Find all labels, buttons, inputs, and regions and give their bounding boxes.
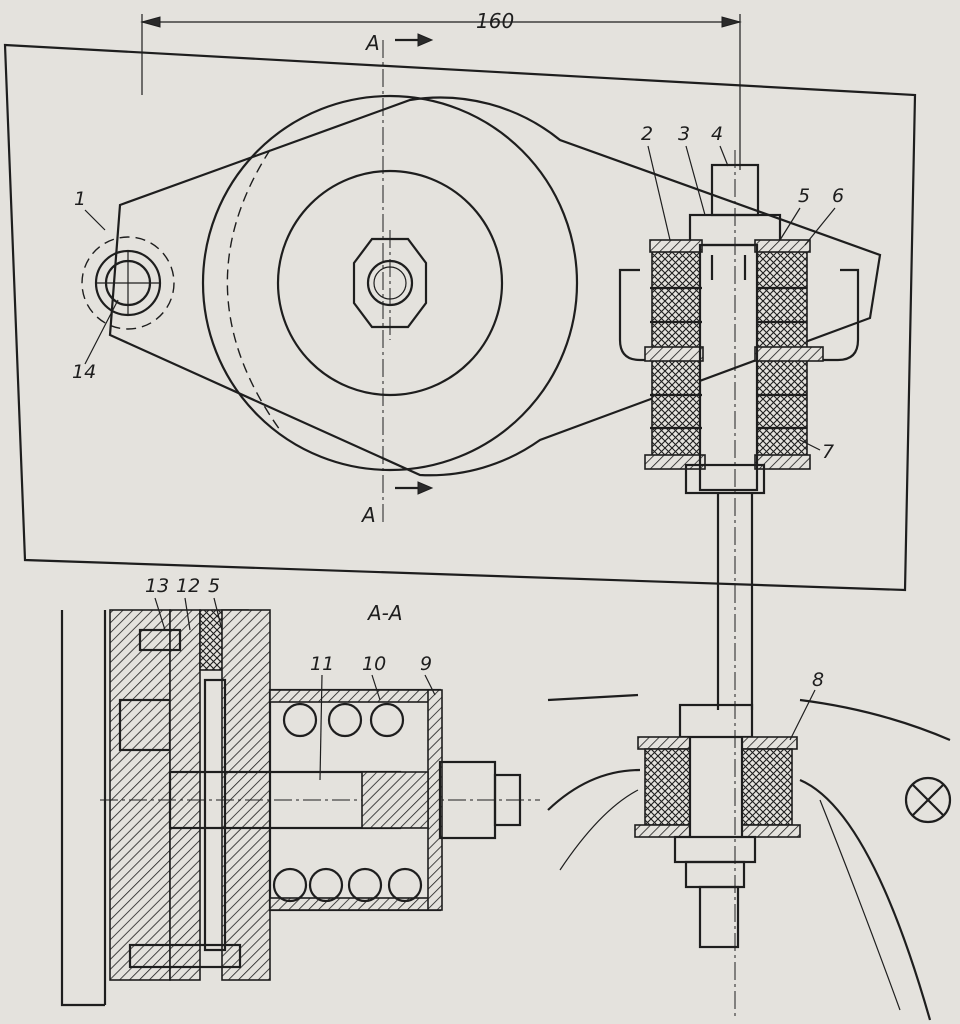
callout-7: 7 bbox=[822, 441, 834, 463]
callout-1: 1 bbox=[74, 188, 86, 210]
section-title: A-A bbox=[366, 601, 403, 625]
callout-5: 5 bbox=[798, 185, 810, 207]
callout-3: 3 bbox=[678, 123, 690, 145]
top-view: 160 A A bbox=[3, 9, 917, 592]
section-mark-top: A bbox=[364, 31, 380, 55]
callout-8: 8 bbox=[812, 669, 824, 691]
callout-13: 13 bbox=[145, 575, 169, 597]
callout-5-section: 5 bbox=[208, 575, 220, 597]
callout-11: 11 bbox=[310, 653, 334, 675]
callout-9: 9 bbox=[420, 653, 432, 675]
callout-12: 12 bbox=[176, 575, 200, 597]
section-mark-bottom: A bbox=[360, 503, 376, 527]
dimension-160: 160 bbox=[140, 9, 742, 170]
callout-2: 2 bbox=[641, 123, 653, 145]
callout-4: 4 bbox=[711, 123, 723, 145]
callout-14: 14 bbox=[72, 361, 96, 383]
callout-6: 6 bbox=[832, 185, 844, 207]
callout-10: 10 bbox=[362, 653, 386, 675]
rubber-spring-stack bbox=[547, 150, 952, 1021]
callouts: 1 2 3 4 5 6 7 8 9 10 11 12 13 bbox=[72, 123, 844, 781]
dimension-label: 160 bbox=[476, 9, 514, 33]
section-a-a: A-A bbox=[60, 601, 540, 1007]
